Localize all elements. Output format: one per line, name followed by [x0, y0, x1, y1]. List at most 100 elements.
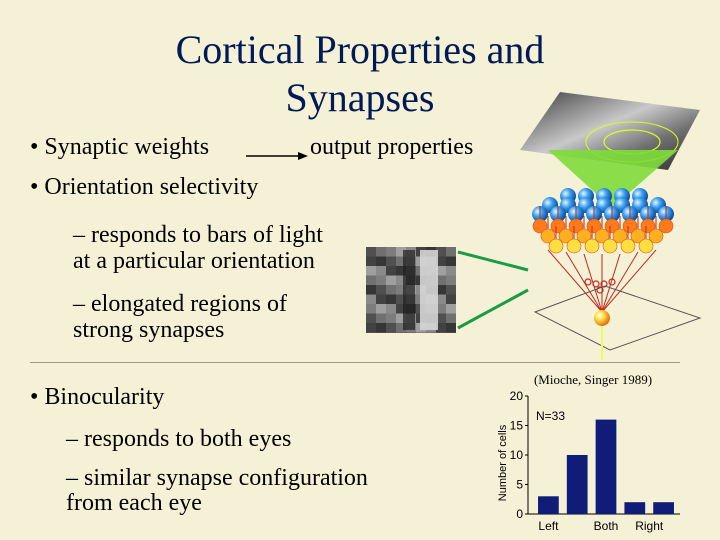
bar — [624, 502, 646, 514]
y-tick-label: 5 — [516, 478, 523, 492]
rf-pixel — [366, 266, 376, 276]
rf-pixel — [376, 275, 386, 285]
sub-elongated-line2: strong synapses — [73, 317, 225, 343]
bar — [653, 502, 674, 514]
rf-pixel — [396, 266, 406, 276]
rf-pixel — [436, 323, 446, 333]
orange-neuron — [640, 218, 656, 234]
orange-neuron — [604, 218, 620, 234]
blue-neuron-layer — [532, 188, 674, 222]
rf-pixel — [446, 285, 456, 295]
rf-pixel — [396, 294, 406, 304]
orange-neuron — [566, 238, 582, 254]
rf-pixel — [446, 256, 456, 266]
orange-neuron — [568, 218, 584, 234]
bullet-synaptic-weights: • Synaptic weights — [30, 134, 210, 160]
rf-pixel — [436, 247, 446, 257]
orange-neuron — [638, 238, 654, 254]
rf-pixel — [376, 313, 386, 323]
bullet-orientation: • Orientation selectivity — [30, 174, 259, 200]
bullet-binocularity: • Binocularity — [30, 384, 165, 410]
y-tick-label: 15 — [510, 419, 524, 433]
x-tick-label: Right — [635, 519, 664, 533]
slide-title: Cortical Properties and Synapses — [175, 27, 545, 120]
rf-pixel — [436, 285, 446, 295]
sub-similar-line2: from each eye — [66, 490, 202, 516]
orange-neuron — [622, 218, 638, 234]
sub-both-eyes: – responds to both eyes — [66, 426, 292, 452]
output-neuron — [594, 310, 610, 326]
rf-pixel — [436, 313, 446, 323]
rf-pixel — [386, 323, 396, 333]
orange-neuron — [584, 238, 600, 254]
connector-line-lower — [457, 288, 529, 330]
bar — [566, 455, 588, 514]
rf-pixel — [436, 294, 446, 304]
rf-pixel — [396, 275, 406, 285]
rf-pixel — [376, 294, 386, 304]
rf-pixel — [366, 285, 376, 295]
rf-pixel — [396, 313, 406, 323]
right-arrow-icon — [246, 152, 308, 160]
rf-pixel — [376, 304, 386, 314]
rf-pixel — [436, 275, 446, 285]
sub-bars-line2: at a particular orientation — [73, 248, 315, 274]
connector-line-upper — [457, 250, 529, 272]
rf-pixel — [446, 294, 456, 304]
rf-pixel — [386, 313, 396, 323]
rf-pixel — [386, 256, 396, 266]
rf-pixel — [446, 304, 456, 314]
orange-neuron — [630, 228, 646, 244]
x-tick-label: Left — [538, 519, 559, 533]
output-plane — [533, 285, 702, 351]
rf-pixel — [386, 294, 396, 304]
rf-pixel — [386, 247, 396, 257]
rf-pixel — [366, 256, 376, 266]
binocular-bar-chart: (Mioche, Singer 1989) Number of cells N=… — [497, 372, 680, 533]
sample-size-annotation: N=33 — [536, 409, 565, 423]
rf-pixel — [376, 247, 386, 257]
rf-pixel — [436, 266, 446, 276]
converging-connections — [547, 249, 657, 313]
rf-pixel — [446, 275, 456, 285]
rf-pixel — [396, 304, 406, 314]
chart-citation: (Mioche, Singer 1989) — [534, 372, 652, 387]
receptive-field-patch — [366, 247, 456, 333]
orange-neuron — [658, 218, 674, 234]
orange-neuron — [594, 228, 610, 244]
sub-similar-line1: – similar synapse configuration — [66, 465, 368, 491]
rf-pixel — [386, 304, 396, 314]
rf-pixel — [366, 275, 376, 285]
orange-neuron — [576, 228, 592, 244]
rf-pixel — [376, 266, 386, 276]
orange-neuron — [540, 228, 556, 244]
rf-pixel — [366, 247, 376, 257]
rf-pixel — [376, 323, 386, 333]
bullet-output-properties: output properties — [310, 134, 474, 160]
orange-neuron — [532, 218, 548, 234]
rf-pixel — [376, 256, 386, 266]
rf-pixel — [436, 256, 446, 266]
orange-neuron — [558, 228, 574, 244]
input-image — [520, 92, 700, 208]
orange-neuron — [612, 228, 628, 244]
rf-pixel — [396, 247, 406, 257]
rf-pixel — [446, 313, 456, 323]
orange-neuron — [620, 238, 636, 254]
rf-pixel — [446, 266, 456, 276]
rf-pixel — [446, 247, 456, 257]
orange-neuron — [602, 238, 618, 254]
y-tick-label: 0 — [516, 507, 523, 521]
y-tick-label: 10 — [510, 448, 524, 462]
rf-pixel — [386, 266, 396, 276]
y-axis-label: Number of cells — [497, 424, 509, 501]
rf-pixel — [446, 323, 456, 333]
bar — [595, 419, 617, 514]
rf-pixel — [436, 304, 446, 314]
rf-pixel — [366, 323, 376, 333]
rf-pixel — [396, 285, 406, 295]
rf-pixel — [386, 275, 396, 285]
sub-bars-line1: – responds to bars of light — [73, 222, 323, 248]
sub-elongated-line1: – elongated regions of — [73, 291, 287, 317]
rf-pixel — [396, 323, 406, 333]
